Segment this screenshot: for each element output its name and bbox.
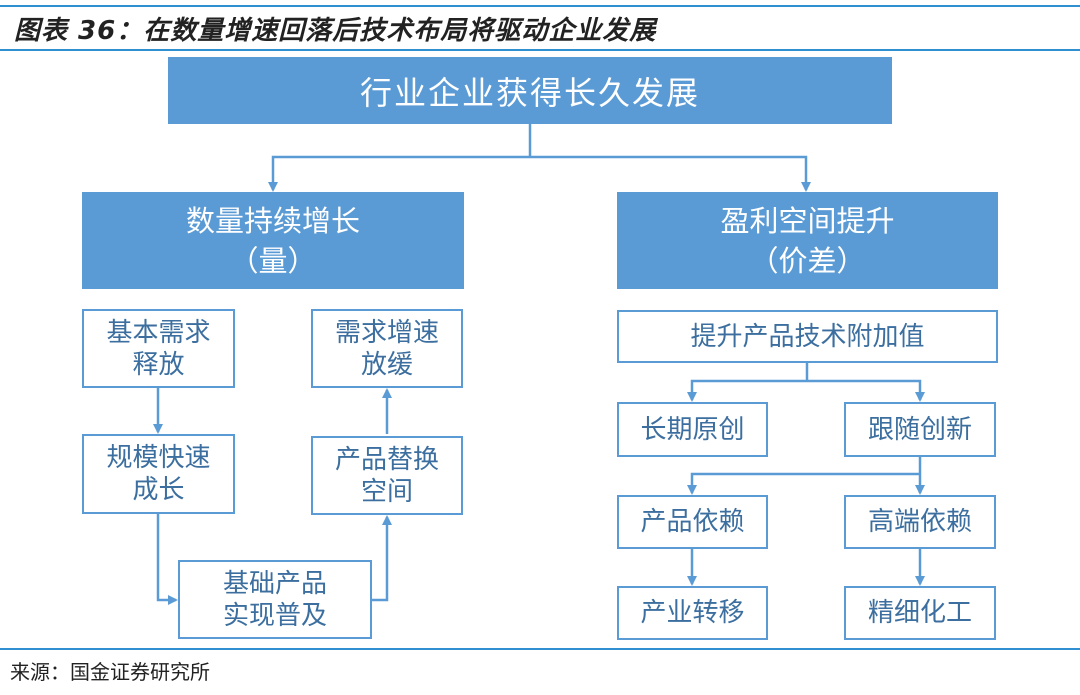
quantity-growth-node: 数量持续增长 （量）: [82, 192, 464, 289]
figure-source: 来源：国金证券研究所: [10, 660, 210, 684]
connector-scale-to-basic: [156, 514, 178, 605]
quantity-growth-title: 数量持续增长: [185, 203, 360, 238]
connector-root-right: [530, 155, 811, 192]
tech-value-add-node: 提升产品技术附加值: [617, 310, 998, 363]
product-dependence-label: 产品依赖: [640, 507, 745, 537]
connector-root-left: [268, 155, 530, 192]
step-demand-release-line1: 基本需求: [106, 317, 211, 348]
step-basic-product-line2: 实现普及: [222, 600, 327, 631]
industry-transfer-node: 产业转移: [617, 586, 768, 640]
step-basic-product-line1: 基础产品: [222, 568, 327, 599]
figure-title: 图表 36：在数量增速回落后技术布局将驱动企业发展: [14, 16, 657, 46]
root-label: 行业企业获得长久发展: [359, 73, 700, 112]
step-scale-growth-line1: 规模快速: [106, 443, 211, 473]
connector-follow-left: [687, 472, 920, 495]
fine-chemicals-label: 精细化工: [867, 598, 972, 628]
step-basic-product-popularized: 基础产品 实现普及: [178, 560, 372, 639]
title-rule: [0, 49, 1080, 51]
profit-space-subtitle: （价差）: [749, 243, 866, 278]
long-term-original-label: 长期原创: [640, 414, 745, 445]
quantity-growth-subtitle: （量）: [229, 243, 317, 278]
step-demand-slowdown-line1: 需求增速: [334, 317, 439, 348]
step-demand-slowdown-line2: 放缓: [360, 349, 413, 380]
top-rule: [0, 5, 1080, 7]
high-end-dependence-node: 高端依赖: [844, 495, 996, 549]
connector-tech-left: [687, 379, 807, 402]
step-scale-growth: 规模快速 成长: [82, 434, 235, 514]
step-product-replacement-line1: 产品替换: [334, 444, 439, 475]
tech-value-add-label: 提升产品技术附加值: [690, 321, 925, 352]
step-scale-growth-line2: 成长: [132, 475, 185, 505]
root-node: 行业企业获得长久发展: [168, 57, 892, 124]
connector-tech-right: [807, 379, 925, 402]
step-demand-release: 基本需求 释放: [82, 309, 235, 388]
follow-innovation-label: 跟随创新: [867, 414, 972, 445]
profit-space-node: 盈利空间提升 （价差）: [617, 192, 998, 289]
high-end-dependence-label: 高端依赖: [867, 507, 972, 537]
step-product-replacement-line2: 空间: [360, 476, 413, 507]
industry-transfer-label: 产业转移: [640, 598, 745, 628]
step-product-replacement: 产品替换 空间: [311, 436, 463, 515]
connector-basic-to-replace: [372, 515, 392, 602]
long-term-original-node: 长期原创: [617, 402, 768, 457]
follow-innovation-node: 跟随创新: [844, 402, 996, 457]
step-demand-release-line2: 释放: [132, 349, 185, 380]
bottom-rule: [0, 648, 1080, 650]
step-demand-slowdown: 需求增速 放缓: [311, 309, 463, 388]
fine-chemicals-node: 精细化工: [844, 586, 996, 640]
profit-space-title: 盈利空间提升: [720, 203, 895, 238]
product-dependence-node: 产品依赖: [617, 495, 768, 549]
